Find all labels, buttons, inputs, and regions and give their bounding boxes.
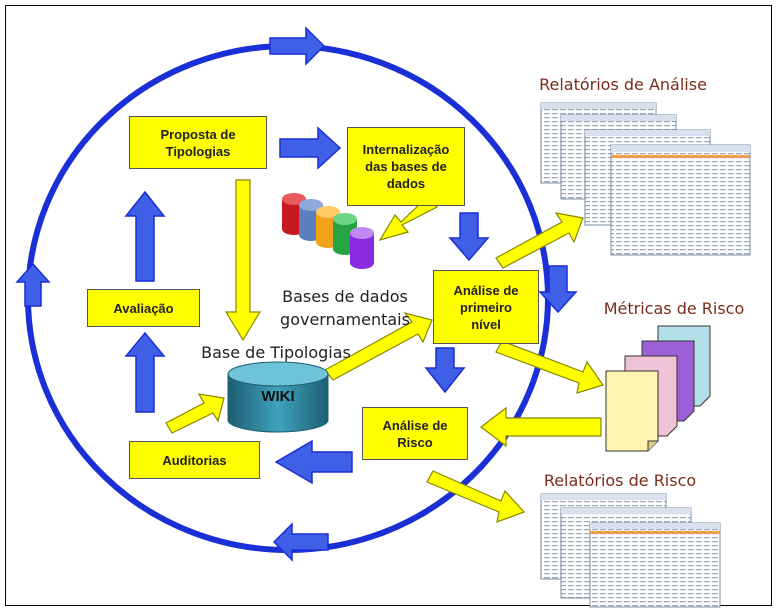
arrow-analise-to-relatorios [495, 212, 584, 269]
wiki-label: WIKI [261, 388, 295, 405]
document-stack-icon [540, 102, 751, 256]
box-auditorias: Auditorias [129, 441, 260, 479]
arrow-metricas-to-risco [480, 406, 602, 448]
cycle-arrow-left [15, 262, 51, 307]
arrow-auditorias-to-wiki [165, 393, 225, 434]
label-base-tipologias: Base de Tipologias [201, 343, 351, 362]
cycle-arrow-top [269, 26, 326, 66]
arrow-proposta-to-internalizacao [279, 126, 342, 170]
box-analise-risco: Análise de Risco [362, 407, 468, 460]
wiki-database-icon [227, 361, 329, 433]
box-internalizacao: Internalização das bases de dados [347, 127, 465, 206]
arrow-internalizacao-to-analise [448, 212, 490, 262]
arrow-analise-to-metricas [495, 340, 604, 394]
document-stack-icon [540, 493, 721, 608]
label-relatorios-risco: Relatórios de Risco [543, 471, 697, 490]
cycle-arrow-bottom [272, 522, 329, 562]
box-avaliacao: Avaliação [87, 289, 200, 327]
box-analise-primeiro-nivel: Análise de primeiro nível [433, 270, 539, 344]
label-bases-dados: Bases de dados governamentais [280, 287, 410, 329]
cycle-arrow-right [538, 265, 578, 314]
box-proposta-tipologias: Proposta de Tipologias [129, 116, 267, 169]
label-relatorios-analise: Relatórios de Análise [539, 75, 707, 94]
arrow-risco-to-relatorios [426, 470, 526, 523]
arrow-analise-to-risco [424, 347, 466, 394]
arrow-avaliacao-to-proposta [124, 190, 166, 282]
label-metricas-risco: Métricas de Risco [603, 299, 745, 318]
arrow-risco-to-auditorias [274, 439, 353, 485]
database-cylinders-icon [282, 193, 374, 269]
arrow-wiki-to-analise [324, 311, 433, 381]
arrow-auditorias-to-avaliacao [124, 331, 166, 413]
arrow-proposta-to-base [224, 179, 262, 342]
metric-pages-icon [605, 325, 711, 452]
